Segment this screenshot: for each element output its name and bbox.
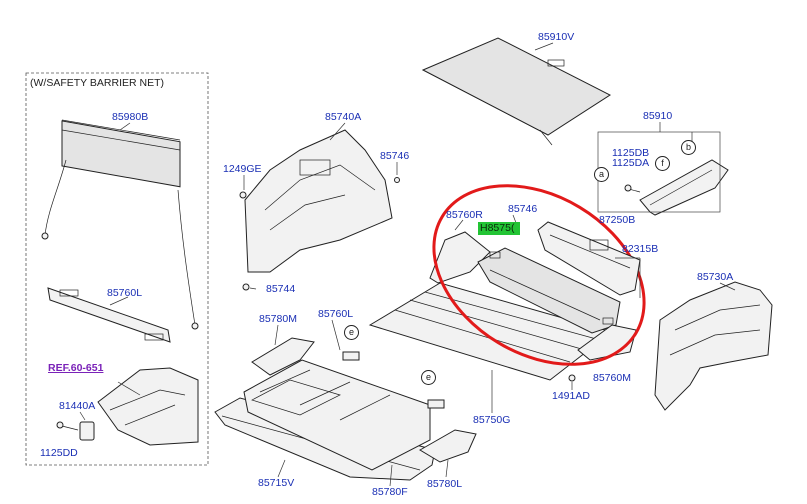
trim-strip-87250b: [537, 221, 641, 296]
label-87250b: 87250B: [599, 214, 636, 226]
label-85750g: 85750G: [473, 414, 511, 426]
clip-e1: [342, 351, 360, 361]
left-quarter-trim-85740a: [239, 129, 400, 291]
label-85980b: 85980B: [112, 111, 149, 123]
callout-e-upper: e: [344, 325, 359, 340]
inset-bar-85760l: [47, 287, 171, 343]
safety-net-note: (W/SAFETY BARRIER NET): [30, 77, 164, 89]
small-tray-85780m: [251, 337, 315, 376]
right-quarter-trim-85730a: [654, 281, 773, 411]
bracket-assembly-85910: [597, 131, 729, 216]
label-85746-lower: 85746: [508, 203, 538, 215]
highlighted-part-label[interactable]: H8575(: [478, 222, 520, 235]
fastener-1491ad: [568, 374, 576, 382]
label-85740a: 85740A: [325, 111, 362, 123]
label-85910: 85910: [643, 110, 673, 122]
callout-e-lower: e: [421, 370, 436, 385]
side-panel-85760m: [577, 324, 637, 361]
inset-bracket-area: [56, 367, 199, 446]
tonneau-cover-85910v: [421, 37, 612, 146]
label-85715v: 85715V: [258, 477, 295, 489]
label-85760l-inset: 85760L: [107, 287, 143, 299]
label-85760m: 85760M: [593, 372, 631, 384]
label-1249ge: 1249GE: [223, 163, 262, 175]
small-tray-85780l: [419, 429, 477, 463]
label-1125da: 1125DA: [612, 157, 650, 169]
label-85730a: 85730A: [697, 271, 734, 283]
callout-f: f: [655, 156, 670, 171]
storage-tray-85780f: [243, 359, 431, 471]
highlight-ellipse: [432, 184, 646, 366]
label-85780f: 85780F: [372, 486, 408, 498]
cargo-cross-bar: [477, 247, 621, 334]
callout-b: b: [681, 140, 696, 155]
label-85780l-lower: 85780L: [427, 478, 463, 490]
ref-60-651-link[interactable]: REF.60-651: [48, 362, 104, 374]
label-1125dd: 1125DD: [40, 447, 78, 459]
safety-net-part: [41, 119, 199, 330]
label-85744: 85744: [266, 283, 296, 295]
callout-a: a: [594, 167, 609, 182]
label-1491ad: 1491AD: [552, 390, 590, 402]
label-85746-upper: 85746: [380, 150, 410, 162]
safety-net-inset-frame: [25, 72, 209, 466]
label-85760l-main: 85760L: [318, 308, 354, 320]
label-85780m: 85780M: [259, 313, 297, 325]
label-85760r: 85760R: [446, 209, 483, 221]
label-85910v: 85910V: [538, 31, 575, 43]
label-81440a: 81440A: [59, 400, 96, 412]
clip-e2: [427, 399, 445, 409]
label-1125db: 1125DB: [612, 147, 650, 159]
leader-lines: [79, 42, 736, 487]
label-82315b: 82315B: [622, 243, 659, 255]
